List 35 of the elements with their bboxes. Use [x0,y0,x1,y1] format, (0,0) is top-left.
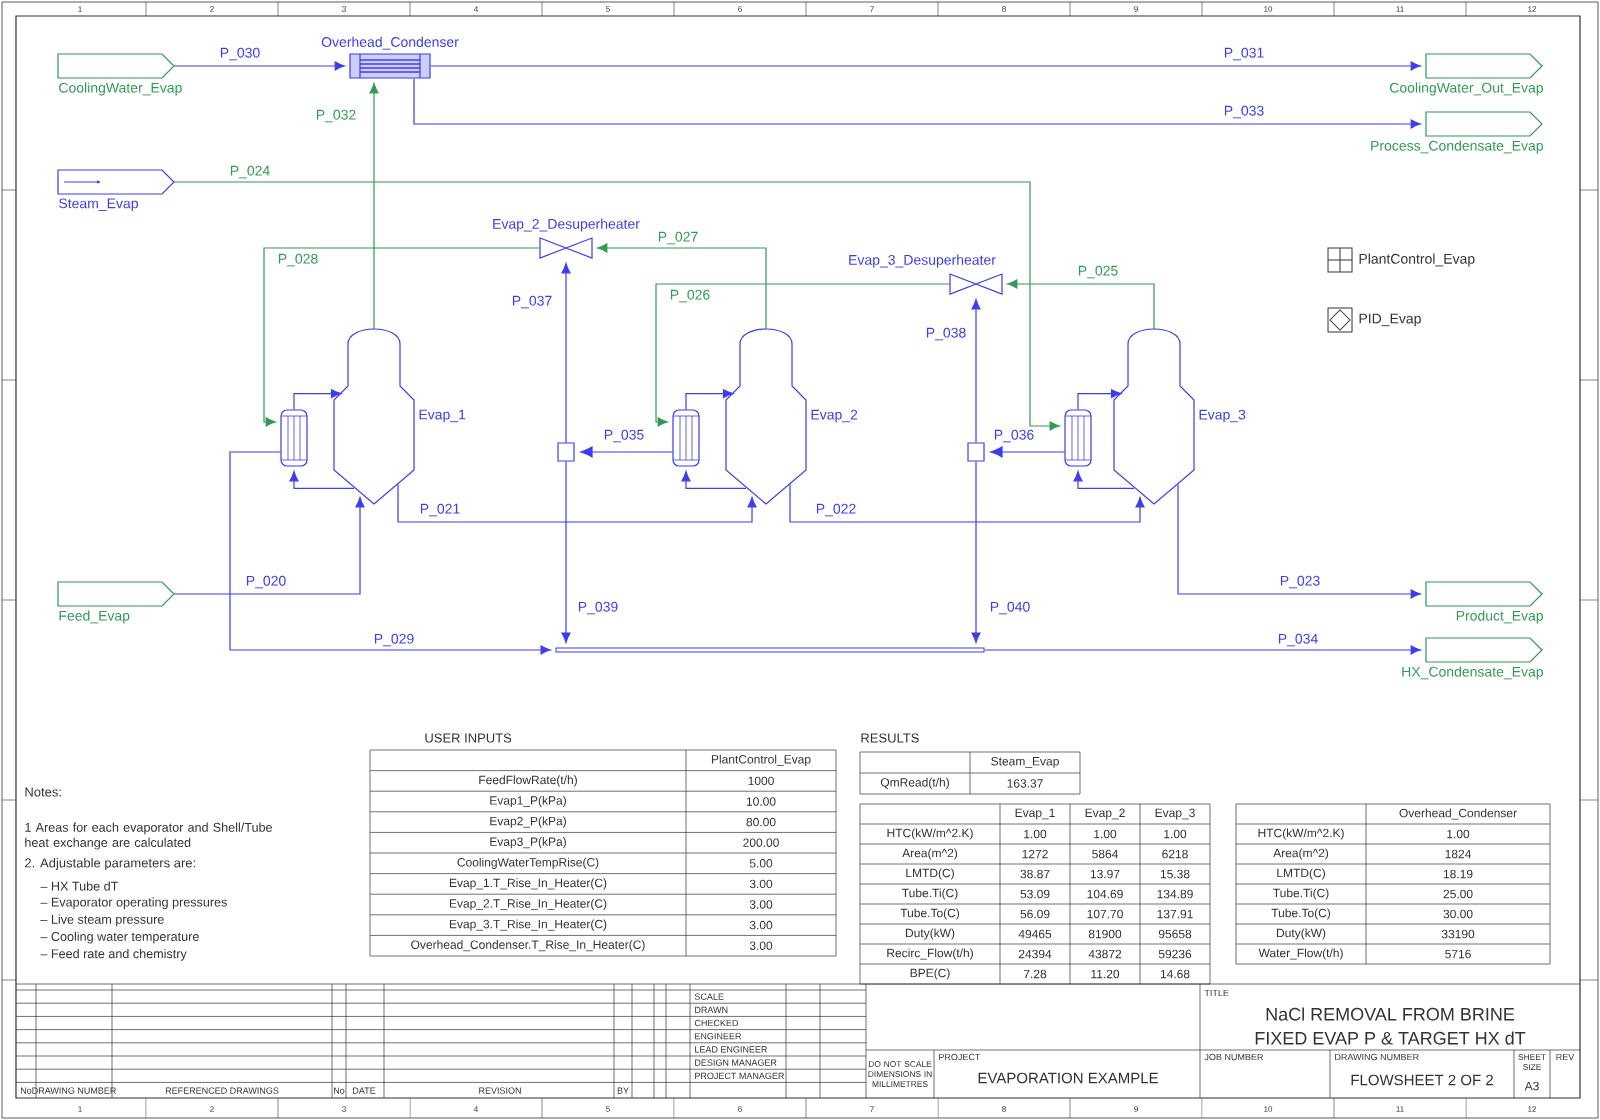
stream-line [173,181,1060,431]
stream-line [293,389,342,411]
stream-line [369,83,379,331]
stream-line [580,446,674,458]
mixer-box [557,442,575,462]
stream-line [597,243,767,331]
stream-line [397,483,757,523]
title-text: FIXED EVAP P & TARGET HX dT [1255,1031,1526,1045]
stream-line [971,299,981,443]
stream-line [1177,483,1421,599]
stream-line [983,645,1421,655]
stream-line [655,283,951,427]
stream-line [685,389,734,411]
stream-line [289,471,355,489]
stream-line [1007,279,1155,331]
stream-line [413,77,1421,129]
stream-line [173,61,345,71]
stream-line [429,61,1421,71]
stream-line [561,263,571,443]
stream-line [1073,471,1135,489]
heater-exchanger [672,409,700,467]
stream-line [263,247,541,427]
stream-line [990,446,1066,458]
stream-line [229,451,551,655]
stream-line [789,483,1145,523]
heater-exchanger [280,409,308,467]
header-bar [555,647,985,653]
heater-exchanger [1064,409,1092,467]
stream-line [1077,389,1122,411]
title-text: NaCl REMOVAL FROM BRINE [1266,1007,1515,1021]
stream-line [173,497,365,595]
stream-line [561,461,571,643]
stream-line [971,461,981,643]
mixer-box [967,442,985,462]
stream-line [681,471,747,489]
